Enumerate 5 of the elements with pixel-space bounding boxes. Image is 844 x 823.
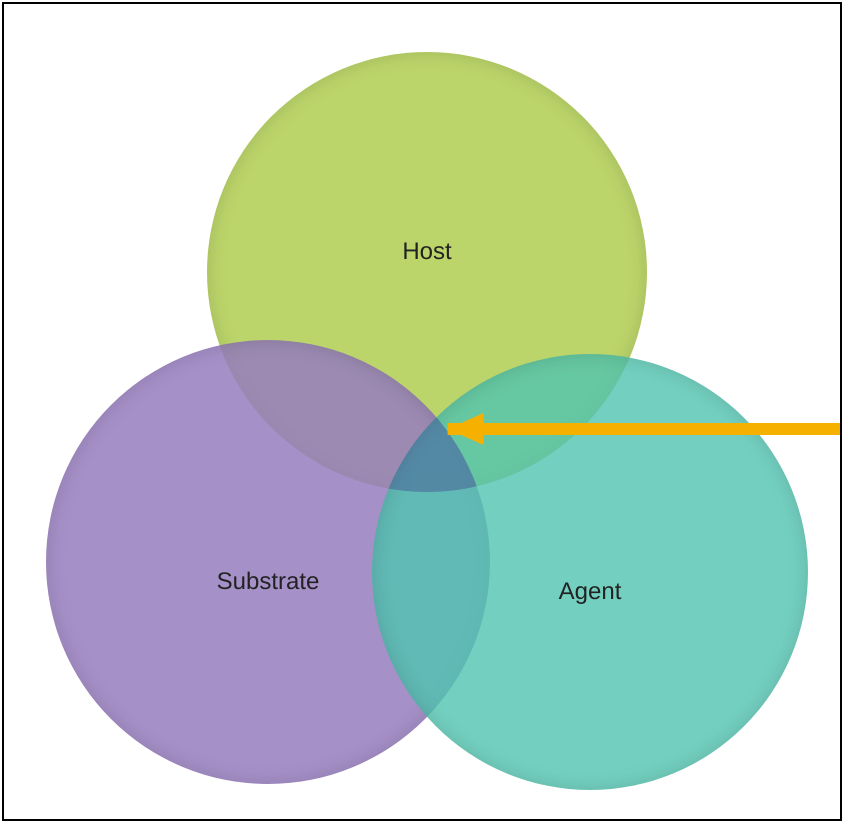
circle-label: Substrate xyxy=(216,568,320,596)
overlap-region xyxy=(388,418,477,492)
circle-label: Agent xyxy=(558,578,622,606)
arrow xyxy=(448,413,840,445)
circle-label: Host xyxy=(402,238,452,266)
